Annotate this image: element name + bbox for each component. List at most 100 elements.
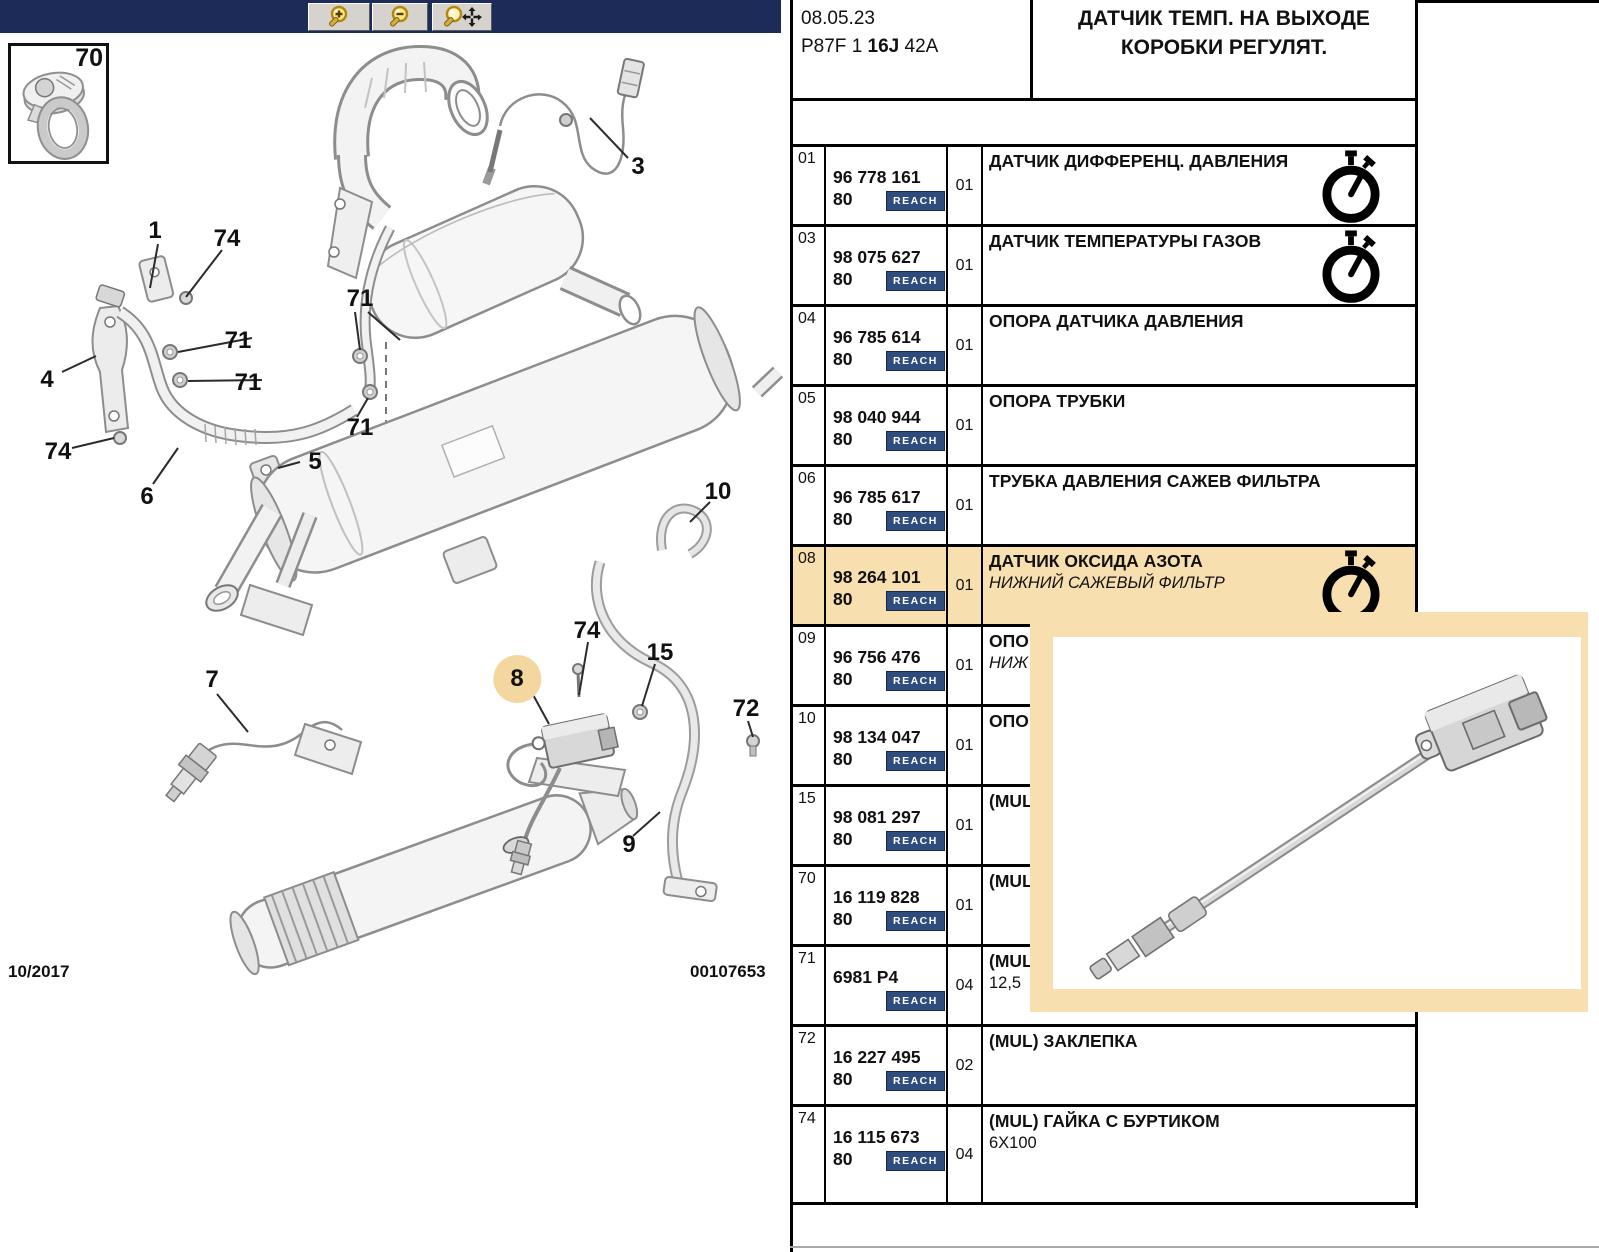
reach-badge[interactable]: REACH [886, 911, 945, 932]
part-number-suffix: 80 [833, 908, 853, 929]
diagram-callout-1[interactable]: 1 [148, 217, 162, 244]
diagram-callout-74[interactable]: 74 [213, 225, 241, 252]
part-ref: 72 [793, 1027, 826, 1104]
top-border-line [1412, 0, 1599, 3]
part-ref: 01 [793, 147, 826, 224]
clamp-part-drawing [11, 71, 106, 165]
diagram-callout-6[interactable]: 6 [140, 483, 154, 510]
part-name: (MUL [989, 951, 1033, 971]
diagram-callout-10[interactable]: 10 [704, 478, 732, 505]
part-name: ОПОРА ДАТЧИКА ДАВЛЕНИЯ [989, 311, 1244, 331]
part-ref: 15 [793, 787, 826, 864]
part-number: 96 756 476 [833, 647, 921, 667]
reach-badge[interactable]: REACH [886, 511, 945, 532]
table-row-01[interactable]: 01 96 778 161 80 REACH 01 ДАТЧИК ДИФФЕРЕ… [793, 147, 1415, 227]
part-qty: 01 [948, 307, 983, 384]
part-qty: 01 [948, 547, 983, 624]
part-number-suffix: 80 [833, 588, 853, 609]
table-row-03[interactable]: 03 98 075 627 80 REACH 01 ДАТЧИК ТЕМПЕРА… [793, 227, 1415, 307]
reach-badge[interactable]: REACH [886, 831, 945, 852]
table-row-74[interactable]: 74 16 115 673 80 REACH 04 (MUL) ГАЙКА С … [793, 1107, 1415, 1205]
part-number: 16 119 828 [833, 887, 920, 907]
stopwatch-icon [1317, 149, 1385, 231]
reach-badge[interactable]: REACH [886, 351, 945, 372]
table-left-border-extension [790, 1208, 793, 1252]
reach-badge[interactable]: REACH [886, 591, 945, 612]
part-number-cell: 98 134 047 80 REACH [826, 707, 948, 784]
diagram-callout-5[interactable]: 5 [308, 448, 322, 475]
diagram-callout-71[interactable]: 71 [224, 327, 252, 354]
part-number-cell: 96 785 614 80 REACH [826, 307, 948, 384]
diagram-callout-4[interactable]: 4 [40, 366, 54, 393]
zoom-out-button[interactable] [372, 3, 428, 31]
diagram-callout-3[interactable]: 3 [631, 153, 645, 180]
part-number: 96 785 614 [833, 327, 921, 347]
catalog-date: 08.05.23 [801, 8, 875, 29]
part-number-cell: 96 778 161 80 REACH [826, 147, 948, 224]
part-number-suffix: 80 [833, 508, 853, 529]
diagram-callout-8[interactable]: 8 [510, 665, 524, 692]
reach-badge[interactable]: REACH [886, 1071, 945, 1092]
reach-badge[interactable]: REACH [886, 1151, 945, 1172]
part-name: (MUL [989, 791, 1033, 811]
table-row-06[interactable]: 06 96 785 617 80 REACH 01 ТРУБКА ДАВЛЕНИ… [793, 467, 1415, 547]
part-description-cell: ДАТЧИК ТЕМПЕРАТУРЫ ГАЗОВ [983, 227, 1415, 304]
part-ref: 08 [793, 547, 826, 624]
part-description-cell: ТРУБКА ДАВЛЕНИЯ САЖЕВ ФИЛЬТРА [983, 467, 1415, 544]
diagram-callout-72[interactable]: 72 [732, 695, 760, 722]
parts-header: 08.05.23 P87F 1 16J 42A ДАТЧИК ТЕМП. НА … [793, 0, 1415, 101]
stopwatch-icon [1317, 229, 1385, 311]
part-qty: 01 [948, 387, 983, 464]
table-row-72[interactable]: 72 16 227 495 80 REACH 02 (MUL) ЗАКЛЕПКА [793, 1027, 1415, 1107]
part-number-cell: 98 075 627 80 REACH [826, 227, 948, 304]
reach-badge[interactable]: REACH [886, 751, 945, 772]
diagram-number-note: 00107653 [690, 962, 766, 981]
diagram-callout-71[interactable]: 71 [234, 369, 262, 396]
diagram-callout-74[interactable]: 74 [44, 438, 72, 465]
diagram-callouts: 1 74 3 71 71 71 71 4 74 5 6 10 74 15 8 7 72 9 [0, 0, 790, 1252]
pan-zoom-button[interactable] [432, 3, 492, 31]
diagram-callout-7[interactable]: 7 [205, 666, 219, 693]
part-number-suffix: 80 [833, 1148, 853, 1169]
diagram-callout-9[interactable]: 9 [622, 831, 636, 858]
table-row-05[interactable]: 05 98 040 944 80 REACH 01 ОПОРА ТРУБКИ [793, 387, 1415, 467]
part-description-cell: (MUL [983, 867, 1415, 944]
part-number-suffix: 80 [833, 1068, 853, 1089]
part-qty: 04 [948, 1107, 983, 1202]
diagram-callout-74[interactable]: 74 [573, 617, 601, 644]
part-ref: 09 [793, 627, 826, 704]
part-ref: 70 [793, 867, 826, 944]
part-qty: 01 [948, 787, 983, 864]
part-number: 16 115 673 [833, 1127, 920, 1147]
part-number-suffix: 80 [833, 348, 853, 369]
reach-badge[interactable]: REACH [886, 671, 945, 692]
part-number-suffix: 80 [833, 748, 853, 769]
part-number-cell: 16 227 495 80 REACH [826, 1027, 948, 1104]
part-description-cell: (MUL) ЗАКЛЕПКА [983, 1027, 1415, 1104]
inset-part-70-box[interactable]: 70 [8, 43, 109, 164]
part-name: (MUL) ГАЙКА С БУРТИКОМ [989, 1111, 1220, 1131]
part-preview-popup [1030, 612, 1588, 1012]
section-title: ДАТЧИК ТЕМП. НА ВЫХОДЕ КОРОБКИ РЕГУЛЯТ. [1078, 7, 1370, 60]
diagram-callout-71[interactable]: 71 [346, 414, 374, 441]
part-description-cell: (MUL) ГАЙКА С БУРТИКОМ 6X100 [983, 1107, 1415, 1202]
part-name: ДАТЧИК ТЕМПЕРАТУРЫ ГАЗОВ [989, 231, 1262, 251]
table-row-04[interactable]: 04 96 785 614 80 REACH 01 ОПОРА ДАТЧИКА … [793, 307, 1415, 387]
zoom-in-button[interactable] [308, 3, 370, 31]
diagram-callout-15[interactable]: 15 [646, 639, 674, 666]
part-description-cell: (MUL 12,5 [983, 947, 1415, 1024]
reach-badge[interactable]: REACH [886, 991, 945, 1012]
part-qty: 01 [948, 867, 983, 944]
part-name: ДАТЧИК ОКСИДА АЗОТА [989, 551, 1203, 571]
reach-badge[interactable]: REACH [886, 431, 945, 452]
reach-badge[interactable]: REACH [886, 271, 945, 292]
diagram-callout-71[interactable]: 71 [346, 285, 374, 312]
part-qty: 04 [948, 947, 983, 1024]
part-number: 98 081 297 [833, 807, 921, 827]
part-description-cell: ОПО НИЖ [983, 627, 1415, 704]
part-number-suffix: 80 [833, 428, 853, 449]
inset-part-number: 70 [75, 44, 103, 72]
reach-badge[interactable]: REACH [886, 191, 945, 212]
part-ref: 03 [793, 227, 826, 304]
part-number: 96 778 161 [833, 167, 921, 187]
